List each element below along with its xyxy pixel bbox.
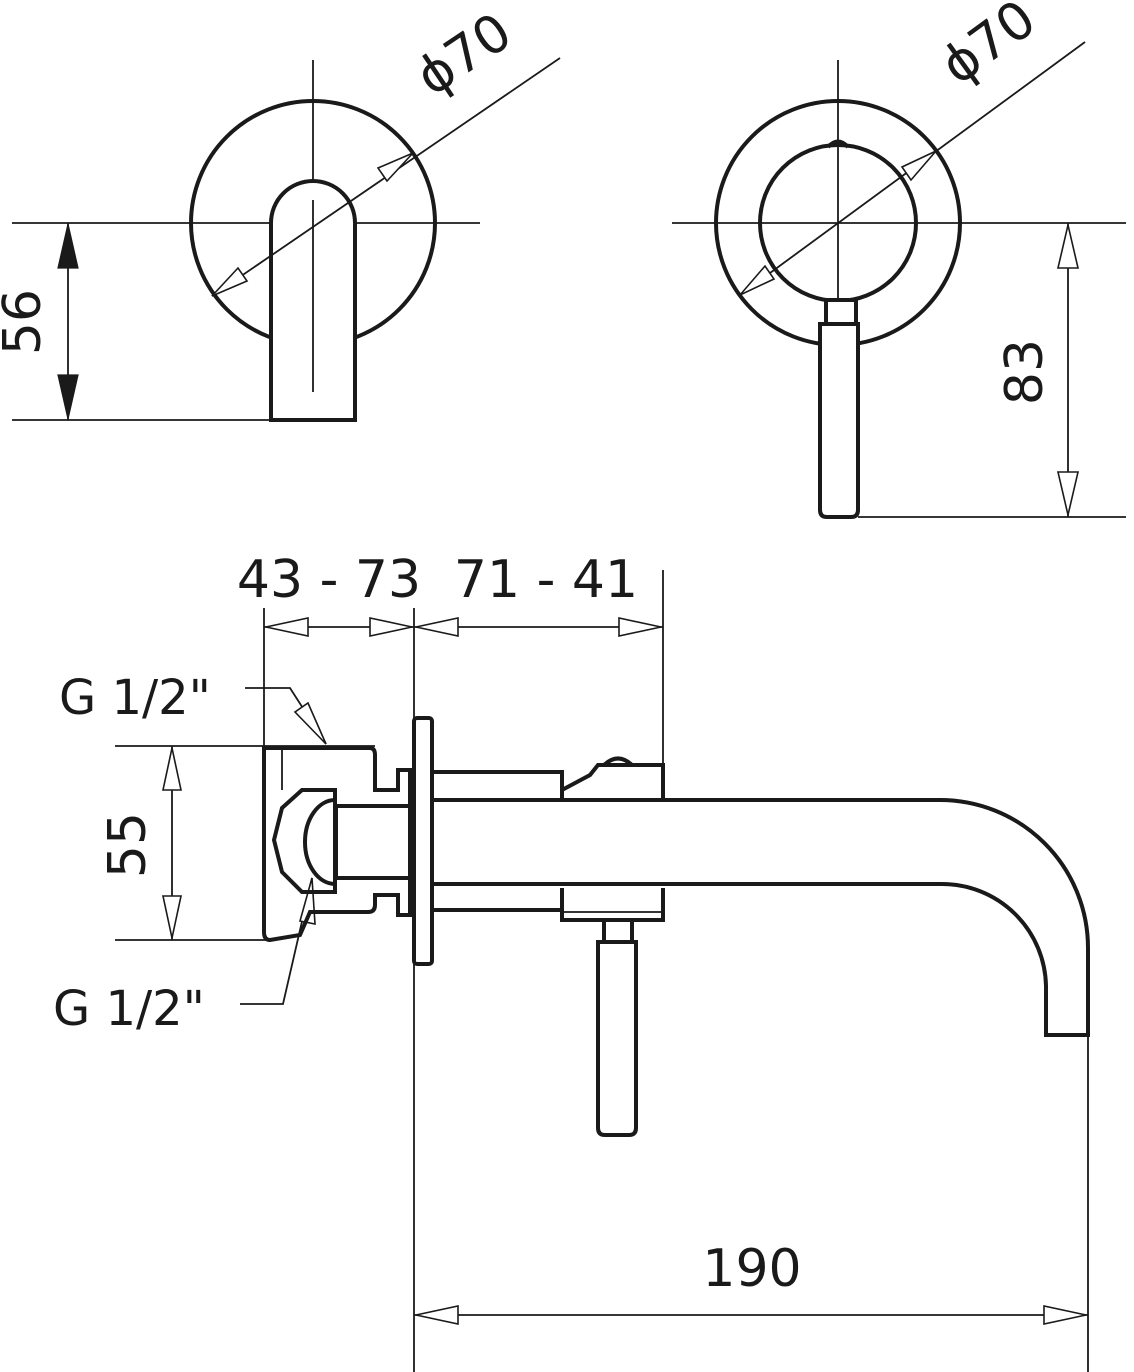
- spout-length-arrow-right: [1043, 1305, 1087, 1325]
- spout-front-view: ϕ70 56: [0, 2, 561, 422]
- lever-collar: [824, 298, 858, 326]
- side-elevation-view: 43 - 73 71 - 41 G 1/2" G 1/2" 55: [53, 550, 1090, 1372]
- depth-range-left-label: 43 - 73: [237, 550, 421, 610]
- height-arrow-down: [1056, 471, 1080, 516]
- mixer-handle-nub: [602, 756, 634, 767]
- body-height-label: 55: [98, 812, 158, 878]
- diameter-arrow-lower: [211, 266, 249, 297]
- depth-arrow-3: [415, 617, 459, 637]
- spout-outline: [432, 798, 1090, 1037]
- handle-nub: [826, 139, 850, 149]
- mixer-handle-head: [561, 763, 665, 800]
- body-hex-nut: [271, 788, 337, 894]
- lever-handle: [818, 322, 860, 519]
- depth-range-right-label: 71 - 41: [454, 550, 638, 610]
- mixer-handle-bottom: [560, 888, 665, 922]
- inlet-top-label: G 1/2": [59, 670, 211, 726]
- height-label: 56: [0, 289, 53, 355]
- body-height-arrow-up: [162, 747, 182, 791]
- body-inlet-circle: [303, 798, 336, 886]
- spout-length-label: 190: [702, 1239, 801, 1299]
- height-arrow-up: [57, 223, 79, 269]
- mixer-lower-sleeve: [432, 888, 564, 912]
- lever-collar: [602, 918, 634, 944]
- body-height-arrow-down: [162, 895, 182, 939]
- wall-rosette-plate: [412, 716, 434, 966]
- diameter-arrow-upper: [900, 150, 937, 182]
- depth-arrow-1: [265, 617, 309, 637]
- depth-arrow-2: [369, 617, 413, 637]
- diameter-label: ϕ70: [406, 2, 523, 108]
- diameter-arrow-lower: [739, 264, 776, 296]
- spout-length-arrow-left: [415, 1305, 459, 1325]
- mixer-upper-sleeve: [432, 770, 564, 800]
- height-label: 83: [995, 339, 1055, 405]
- diameter-arrow-upper: [376, 152, 414, 183]
- height-arrow-down: [57, 374, 79, 420]
- body-cartridge: [334, 804, 416, 880]
- mixer-front-view: ϕ70 83: [672, 0, 1126, 519]
- concealed-body-outline: [262, 746, 412, 943]
- depth-arrow-4: [618, 617, 662, 637]
- inlet-top-arrow: [293, 701, 327, 745]
- inlet-bottom-label: G 1/2": [53, 981, 205, 1037]
- height-arrow-up: [1056, 224, 1080, 269]
- lever-handle: [596, 940, 638, 1137]
